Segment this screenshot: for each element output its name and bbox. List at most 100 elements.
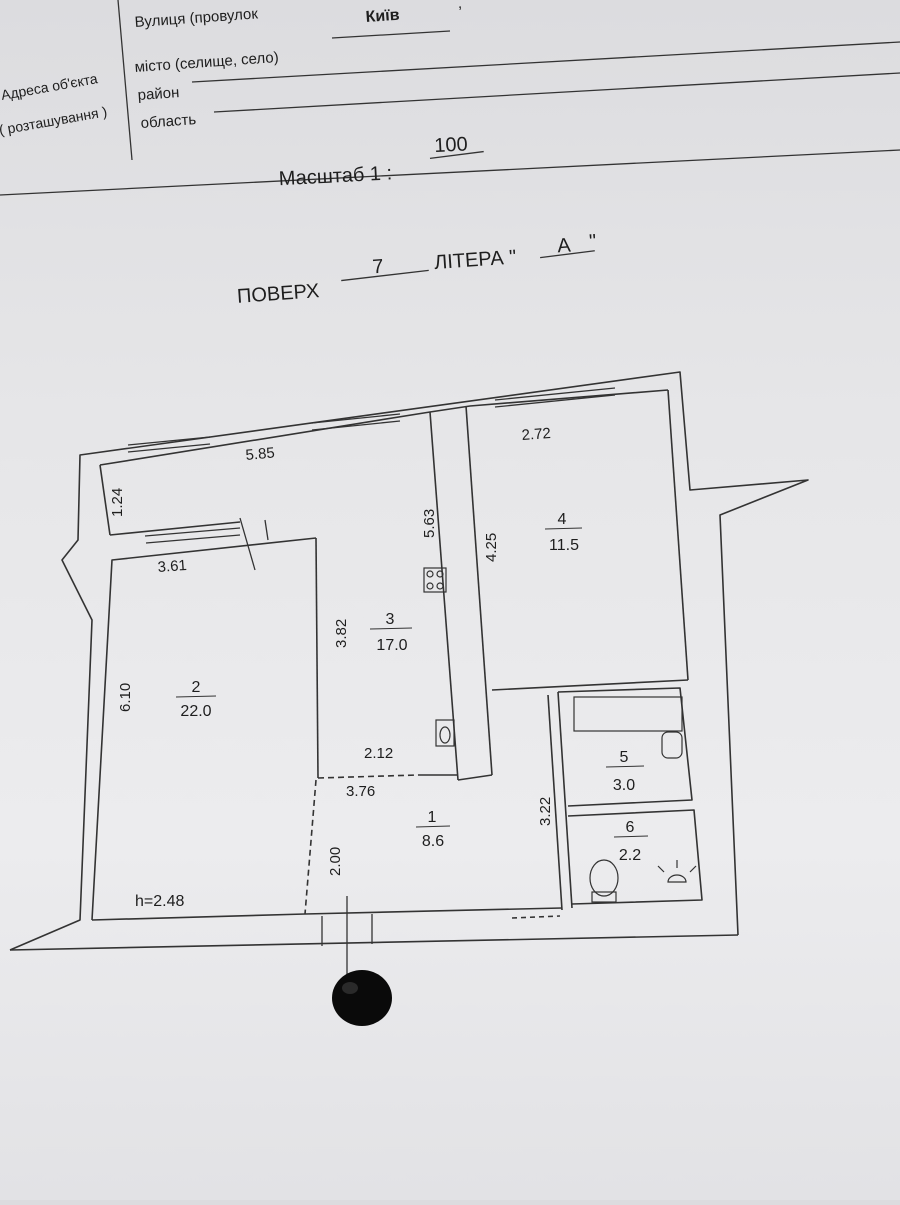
dimension-3-82: 3.82 <box>333 619 350 648</box>
partition-right <box>465 405 493 776</box>
floor-underline <box>341 269 429 282</box>
stove-burner-1 <box>426 570 434 578</box>
city-comma: , <box>458 0 462 12</box>
bath-left-wall <box>547 694 563 911</box>
ceiling-height-label: h=2.48 <box>135 893 184 910</box>
room6-fraction-line <box>613 835 649 838</box>
stove-burner-3 <box>426 582 434 590</box>
room1-number: 1 <box>428 809 437 826</box>
corridor-bottom-wall <box>304 907 563 915</box>
dimension-3-61: 3.61 <box>157 557 187 576</box>
stove-burner-2 <box>436 570 444 578</box>
district-underline <box>191 41 900 83</box>
window-a-inner <box>127 443 211 453</box>
dimension-5-63: 5.63 <box>421 509 438 538</box>
dimension-6-10: 6.10 <box>117 683 134 712</box>
redaction-blot <box>332 970 392 1026</box>
dimension-4-25: 4.25 <box>483 533 500 562</box>
window-c-outer <box>494 387 616 401</box>
window-d-jamb <box>264 519 269 541</box>
redaction-texture <box>342 982 358 994</box>
window-b-outer <box>311 413 401 424</box>
window-d-outer <box>144 527 241 537</box>
room5-number: 5 <box>620 749 629 766</box>
letter-label: ЛІТЕРА " <box>433 246 517 274</box>
dimension-labels: 5.85 1.24 3.61 6.10 3.82 5.63 2.12 3.76 … <box>109 425 554 876</box>
light-ray-1 <box>657 865 665 873</box>
address-label-line2: ( розташування ) <box>0 103 108 138</box>
dimension-5-85: 5.85 <box>245 445 276 464</box>
partition-left <box>429 411 459 781</box>
room4-right-wall <box>667 389 689 681</box>
dimension-1-24: 1.24 <box>109 488 126 517</box>
room1-open-side <box>304 779 317 915</box>
kitchen-sink-icon <box>435 719 455 747</box>
room3-fraction-line <box>369 627 413 630</box>
city-value: Київ <box>365 7 400 26</box>
room4-number: 4 <box>558 511 567 528</box>
stove-icon <box>423 567 447 593</box>
room6-area: 2.2 <box>619 847 641 864</box>
floor-block: ПОВЕРХ 7 ЛІТЕРА " А " <box>236 231 597 308</box>
letter-value: А <box>557 234 573 257</box>
corridor-return <box>99 464 111 536</box>
district-label: район <box>137 84 180 104</box>
redaction-mark <box>332 970 392 1026</box>
outer-wall <box>9 371 809 951</box>
washbasin-icon <box>661 731 683 759</box>
room2-area: 22.0 <box>180 703 211 720</box>
toilet-tank <box>591 891 617 903</box>
window-a-outer <box>127 436 211 446</box>
room-labels: 1 8.6 2 22.0 3 17.0 4 11.5 5 3.0 6 2.2 <box>175 511 649 864</box>
scale-label: Масштаб 1 : <box>278 162 392 190</box>
bath-left-inner-wall <box>557 691 573 909</box>
floor-label: ПОВЕРХ <box>236 280 320 308</box>
room3-number: 3 <box>386 611 395 628</box>
windows <box>127 387 616 571</box>
address-label-line1: Адреса об'єкта <box>0 70 99 103</box>
room2-bottom-wall <box>91 913 306 921</box>
room1-area: 8.6 <box>422 833 444 850</box>
room1-fraction-line <box>415 825 451 828</box>
light-ray-3 <box>689 865 697 873</box>
room4-bottom-wall <box>491 679 689 691</box>
room5-walls <box>557 687 693 807</box>
form-bottom-border <box>0 149 900 196</box>
window-c-inner <box>494 394 616 408</box>
region-underline <box>213 72 900 113</box>
window-d-post <box>239 517 256 571</box>
dimension-3-76: 3.76 <box>346 783 375 800</box>
room6-number: 6 <box>626 819 635 836</box>
partition-cap <box>457 774 493 781</box>
scale-value: 100 <box>434 133 468 157</box>
room2-inner-wall <box>91 537 317 921</box>
city-underline <box>331 30 451 39</box>
room3-open-side <box>317 774 419 779</box>
region-label: область <box>140 111 197 132</box>
fixtures <box>423 567 697 903</box>
form-column-divider <box>117 0 133 161</box>
room6-walls <box>567 809 703 905</box>
dimension-2-12: 2.12 <box>364 745 393 762</box>
scale-underline <box>429 150 484 160</box>
room2-right-wall <box>315 537 319 779</box>
bottom-outer-wall <box>9 934 739 951</box>
dimension-3-22: 3.22 <box>537 797 554 826</box>
dimension-2-00: 2.00 <box>327 847 344 876</box>
room2-top-outer <box>109 521 241 536</box>
stove-burner-4 <box>436 582 444 590</box>
room4-fraction-line <box>544 527 583 530</box>
floor-value: 7 <box>372 256 385 279</box>
room2-fraction-line <box>175 695 217 698</box>
letter-close: " <box>588 231 597 253</box>
address-form <box>0 0 900 196</box>
room3-area: 17.0 <box>376 637 407 654</box>
north-inner-wall <box>99 389 669 466</box>
room5-fraction-line <box>605 765 645 768</box>
bathtub-icon <box>573 696 683 732</box>
entrance-door <box>321 896 373 975</box>
letter-underline <box>540 250 595 259</box>
scale-block: Масштаб 1 : 100 <box>278 133 484 190</box>
